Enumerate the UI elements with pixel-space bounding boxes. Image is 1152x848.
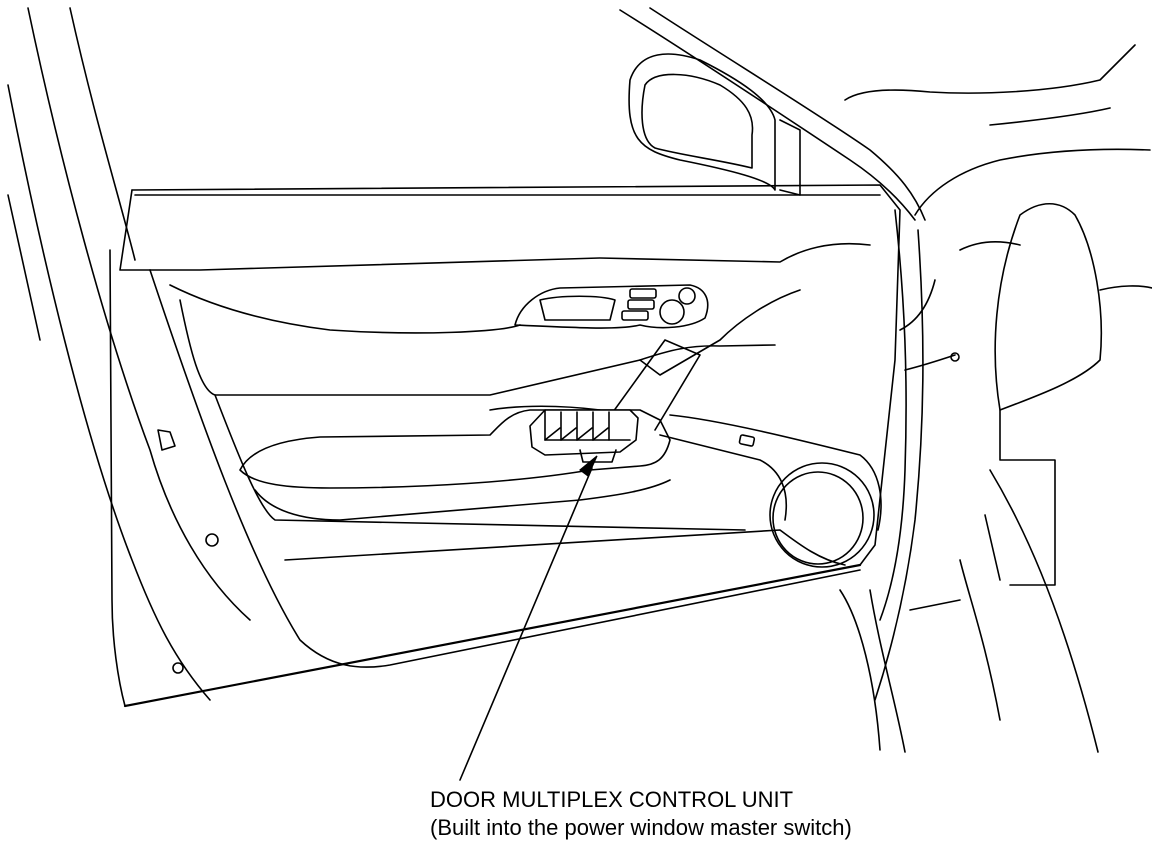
side-mirror [628, 53, 801, 196]
callout-subtitle: (Built into the power window master swit… [430, 815, 852, 840]
door-frame-left [7, 7, 251, 707]
callout-title: DOOR MULTIPLEX CONTROL UNIT [430, 787, 794, 812]
door-handle-area [514, 284, 709, 329]
callout-label: DOOR MULTIPLEX CONTROL UNIT (Built into … [430, 786, 852, 842]
door-pocket [284, 414, 882, 566]
speaker [769, 462, 875, 568]
interior-seat [844, 44, 1152, 753]
window-frame [619, 7, 926, 221]
lower-door-post [839, 589, 961, 753]
upper-trim [134, 194, 881, 334]
door-edge [874, 209, 960, 701]
armrest [239, 409, 671, 521]
door-shell [119, 184, 901, 708]
mounting-holes [157, 429, 219, 674]
trim-panel [179, 289, 801, 531]
master-switch [529, 409, 639, 463]
callout-leader-arrow [459, 455, 598, 781]
